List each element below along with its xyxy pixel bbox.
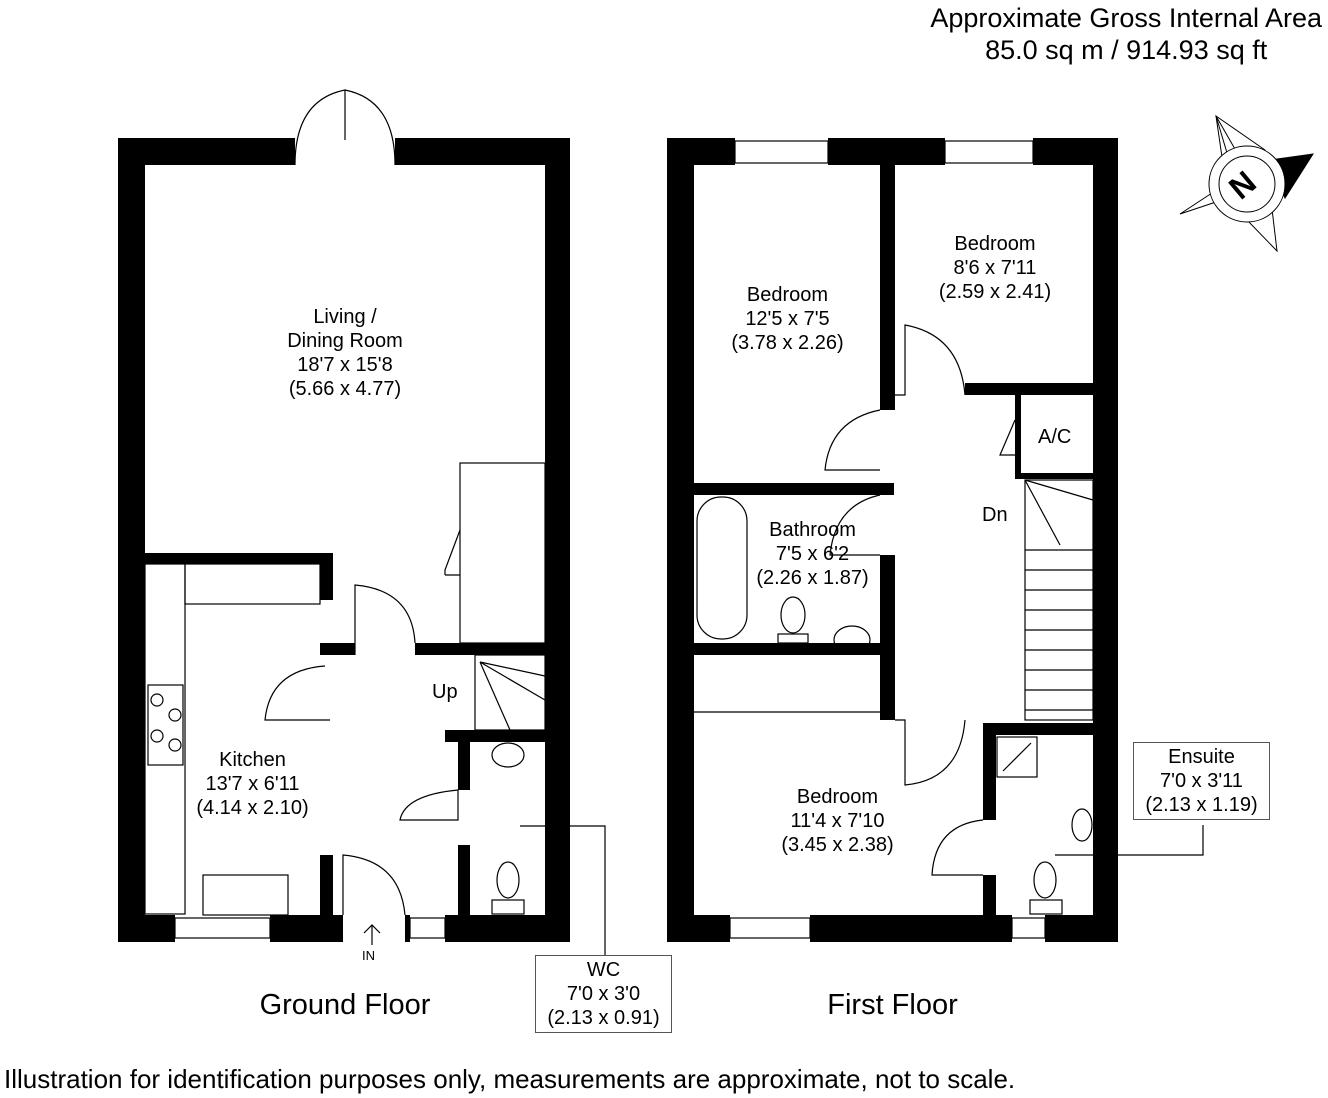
room-size-imperial: 11'4 x 7'10 <box>790 810 885 832</box>
room-size-imperial: 7'5 x 6'2 <box>775 543 850 565</box>
room-size-metric: (2.13 x 0.91) <box>547 1007 660 1029</box>
stairs-up-label: Up <box>432 681 458 703</box>
ground-floor-walls <box>118 138 570 942</box>
stairs-down-label: Dn <box>982 504 1008 526</box>
room-size-imperial: 18'7 x 15'8 <box>297 354 393 376</box>
room-bedroom-2: Bedroom 8'6 x 7'11 (2.59 x 2.41) <box>915 232 1075 304</box>
room-size-metric: (3.45 x 2.38) <box>781 834 894 856</box>
room-kitchen: Kitchen 13'7 x 6'11 (4.14 x 2.10) <box>175 748 330 820</box>
first-floor-walls <box>667 138 1118 942</box>
disclaimer: Illustration for identification purposes… <box>4 1064 1016 1094</box>
airing-cupboard-label: A/C <box>1038 426 1072 448</box>
room-wc: WC 7'0 x 3'0 (2.13 x 0.91) <box>535 955 672 1033</box>
room-bathroom: Bathroom 7'5 x 6'2 (2.26 x 1.87) <box>740 518 885 590</box>
room-size-metric: (5.66 x 4.77) <box>288 378 402 400</box>
room-size-imperial: 13'7 x 6'11 <box>205 773 300 795</box>
gross-internal-area: Approximate Gross Internal Area 85.0 sq … <box>930 2 1322 67</box>
compass-north-icon <box>1179 114 1315 253</box>
entrance-label: IN <box>362 948 375 963</box>
room-bedroom-1: Bedroom 12'5 x 7'5 (3.78 x 2.26) <box>705 283 870 355</box>
room-size-metric: (2.13 x 1.19) <box>1145 794 1258 816</box>
ground-floor-fixtures <box>144 89 606 955</box>
room-size-metric: (2.59 x 2.41) <box>938 281 1052 303</box>
room-ensuite: Ensuite 7'0 x 3'11 (2.13 x 1.19) <box>1133 742 1270 820</box>
room-size-metric: (4.14 x 2.10) <box>196 797 309 819</box>
room-size-imperial: 7'0 x 3'11 <box>1160 770 1243 792</box>
room-living-dining: Living / Dining Room 18'7 x 15'8 (5.66 x… <box>250 305 440 401</box>
room-bedroom-3: Bedroom 11'4 x 7'10 (3.45 x 2.38) <box>755 785 920 857</box>
room-name: Living / <box>313 306 377 328</box>
room-size-imperial: 8'6 x 7'11 <box>953 257 1037 279</box>
room-name: Bedroom <box>954 233 1036 255</box>
room-size-metric: (3.78 x 2.26) <box>731 332 844 354</box>
room-name: Ensuite <box>1168 746 1235 768</box>
first-floor-title: First Floor <box>827 989 958 1021</box>
room-name: Bedroom <box>796 786 879 808</box>
room-name: Bedroom <box>746 284 829 306</box>
room-name: WC <box>586 959 621 981</box>
area-value: 85.0 sq m / 914.93 sq ft <box>985 35 1268 66</box>
room-name: Dining Room <box>287 330 403 352</box>
room-name: Kitchen <box>219 749 286 771</box>
room-size-imperial: 7'0 x 3'0 <box>566 983 641 1005</box>
ground-floor-title: Ground Floor <box>259 989 431 1021</box>
area-title: Approximate Gross Internal Area <box>930 3 1322 33</box>
room-size-metric: (2.26 x 1.87) <box>756 567 869 589</box>
room-name: Bathroom <box>769 519 856 541</box>
first-floor-fixtures <box>694 140 1204 939</box>
room-size-imperial: 12'5 x 7'5 <box>745 308 830 330</box>
